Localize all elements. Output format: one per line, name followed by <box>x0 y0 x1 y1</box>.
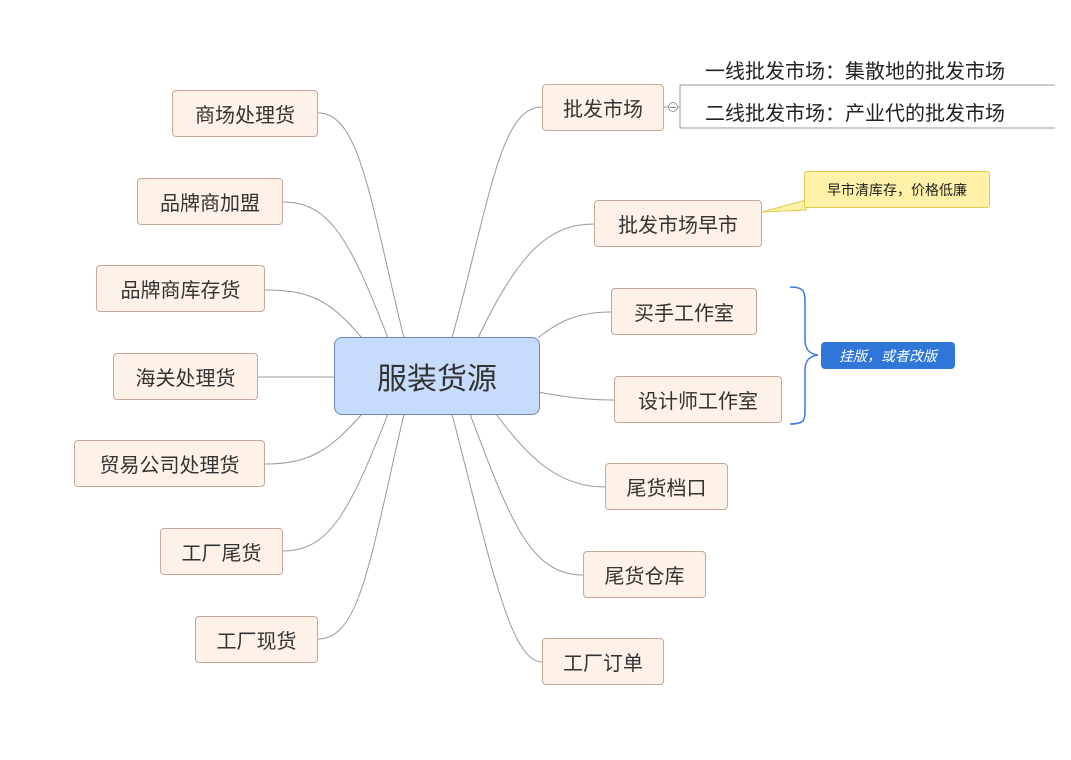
callout-note[interactable]: 早市清库存，价格低廉 <box>804 171 990 208</box>
topic-wholesale-market[interactable]: 批发市场 <box>542 84 664 131</box>
connector-right-7 <box>451 413 543 663</box>
connector-right-6 <box>469 413 584 576</box>
connector-left-3 <box>264 289 363 339</box>
topic-buyer-studio[interactable]: 买手工作室 <box>611 288 757 335</box>
summary-text: 挂版，或者改版 <box>839 348 937 365</box>
root-topic[interactable]: 服装货源 <box>334 337 540 415</box>
topic-label: 品牌商库存货 <box>120 278 241 302</box>
summary-bracket <box>789 286 819 425</box>
summary-label[interactable]: 挂版，或者改版 <box>821 342 955 369</box>
connector-right-3 <box>537 311 612 339</box>
connector-right-1 <box>451 106 543 339</box>
topic-label: 工厂订单 <box>563 651 643 675</box>
subtopic-second-tier-market[interactable]: 二线批发市场：产业代的批发市场 <box>705 97 1005 126</box>
topic-trading-company-goods[interactable]: 贸易公司处理货 <box>74 440 265 487</box>
collapse-minus-icon[interactable] <box>668 102 678 112</box>
topic-label: 工厂现货 <box>216 629 297 653</box>
connector-sub-2 <box>679 107 1055 129</box>
connector-left-1 <box>317 112 405 339</box>
topic-label: 尾货仓库 <box>604 564 685 588</box>
topic-label: 设计师工作室 <box>638 389 758 413</box>
topic-label: 尾货档口 <box>626 476 707 500</box>
connector-left-7 <box>317 413 405 640</box>
callout-pointer <box>761 199 807 213</box>
topic-label: 工厂尾货 <box>181 541 262 565</box>
topic-tail-goods-warehouse[interactable]: 尾货仓库 <box>583 551 706 598</box>
subtopic-label: 二线批发市场：产业代的批发市场 <box>705 101 1005 125</box>
connector-left-2 <box>282 201 389 339</box>
topic-label: 品牌商加盟 <box>160 191 260 215</box>
connector-right-4 <box>537 391 615 401</box>
topic-label: 商场处理货 <box>195 103 295 127</box>
topic-label: 买手工作室 <box>634 301 734 325</box>
connector-left-6 <box>282 413 389 552</box>
callout-text: 早市清库存，价格低廉 <box>827 182 967 199</box>
topic-tail-goods-stall[interactable]: 尾货档口 <box>605 463 728 510</box>
topic-factory-tail-goods[interactable]: 工厂尾货 <box>160 528 283 575</box>
topic-factory-orders[interactable]: 工厂订单 <box>542 638 664 685</box>
topic-customs-goods[interactable]: 海关处理货 <box>113 353 258 400</box>
connector-left-5 <box>264 413 363 465</box>
topic-label: 批发市场早市 <box>618 213 738 237</box>
topic-mall-clearance[interactable]: 商场处理货 <box>172 90 318 137</box>
connector-right-2 <box>477 223 595 339</box>
subtopic-first-tier-market[interactable]: 一线批发市场：集散地的批发市场 <box>705 55 1005 84</box>
topic-brand-franchise[interactable]: 品牌商加盟 <box>137 178 283 225</box>
subtopic-label: 一线批发市场：集散地的批发市场 <box>705 59 1005 83</box>
topic-wholesale-morning-market[interactable]: 批发市场早市 <box>594 200 762 247</box>
topic-designer-studio[interactable]: 设计师工作室 <box>614 376 782 423</box>
connector-right-5 <box>495 413 606 488</box>
topic-label: 贸易公司处理货 <box>99 453 240 477</box>
topic-label: 批发市场 <box>563 97 643 121</box>
topic-brand-inventory[interactable]: 品牌商库存货 <box>96 265 265 312</box>
root-topic-label: 服装货源 <box>377 362 497 397</box>
topic-label: 海关处理货 <box>135 366 236 390</box>
connector-sub-1 <box>679 84 1055 107</box>
topic-factory-stock[interactable]: 工厂现货 <box>195 616 318 663</box>
